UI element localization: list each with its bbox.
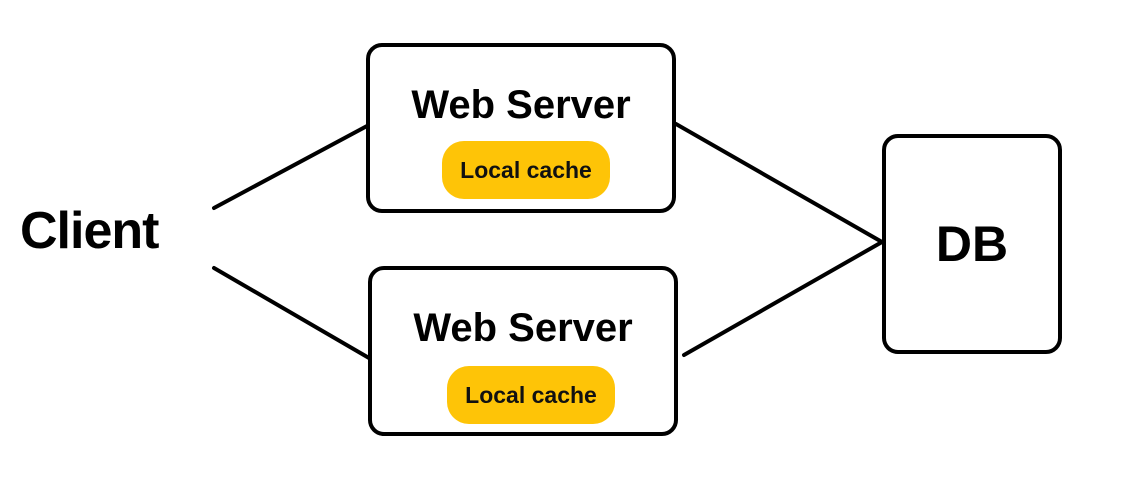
client-to-top-server-line: [212, 124, 369, 210]
client-label: Client: [20, 202, 159, 260]
local-cache-badge: Local cache: [442, 141, 610, 199]
web-server-title: Web Server: [413, 306, 633, 350]
web-server-title: Web Server: [411, 83, 631, 127]
local-cache-badge: Local cache: [447, 366, 615, 424]
db-label: DB: [935, 216, 1009, 272]
web-server-node-bottom: Web Server Local cache: [368, 266, 678, 436]
bottom-server-to-db-line: [682, 240, 884, 357]
db-node: DB: [882, 134, 1062, 354]
client-to-bottom-server-line: [212, 266, 371, 360]
web-server-node-top: Web Server Local cache: [366, 43, 676, 213]
top-server-to-db-line: [674, 122, 884, 244]
